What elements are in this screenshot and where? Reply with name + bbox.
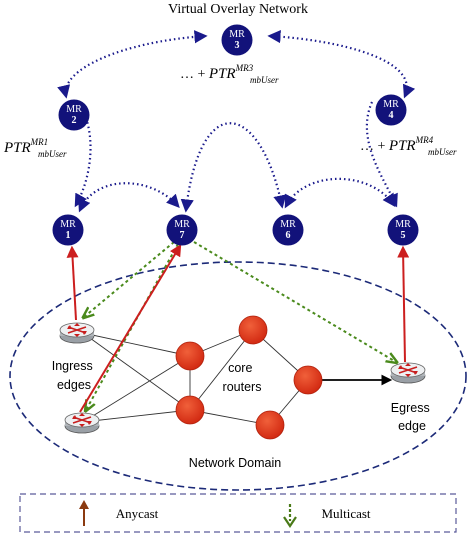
mr3-line1: MR (229, 29, 245, 40)
overlay-links (57, 30, 416, 213)
ingress-label-line2: edges (57, 378, 91, 392)
ptr-mr1-sub: mbUser (38, 149, 67, 159)
ptr-mr4-sub: mbUser (428, 147, 457, 157)
overlay-link-mr6-mr5 (284, 177, 396, 209)
network-domain-label: Network Domain (189, 456, 281, 470)
ptr-mr4-base: PTR (388, 138, 416, 154)
anycast-ingress2-mr7 (79, 243, 182, 413)
core-router (238, 315, 268, 345)
overlay-link-mr1-mr7 (78, 182, 180, 213)
ptr-mr4-prefix: … + (360, 139, 389, 154)
ptr-mr3-base: PTR (208, 66, 236, 82)
egress-label: Egress edge (391, 401, 433, 433)
ptr-label-mr3: … + PTRMR3 mbUser (180, 63, 279, 85)
mr6-line2: 6 (286, 230, 291, 241)
core-label-line1: core (228, 361, 252, 375)
mr2-line2: 2 (72, 115, 77, 126)
link (82, 409, 191, 423)
core-label-line2: routers (223, 380, 262, 394)
mr2-line1: MR (66, 104, 82, 115)
core-routers (175, 315, 323, 440)
anycast-paths (66, 243, 410, 413)
diagram-title: Virtual Overlay Network (168, 2, 308, 17)
core-router (175, 395, 205, 425)
multicast-mr7-ingress2 (86, 243, 179, 410)
svg-text:MR1: MR1 (60, 219, 76, 241)
ingress-router-2 (64, 412, 100, 434)
overlay-link-mr7-mr6 (180, 122, 287, 213)
ingress-label: Ingress edges (52, 359, 96, 392)
egress-label-line2: edge (398, 419, 426, 433)
mr5-line2: 5 (401, 230, 406, 241)
ptr-mr3-sup: MR3 (235, 63, 254, 73)
mr7-line1: MR (174, 219, 190, 230)
multicast-mr7-ingress1 (84, 241, 175, 317)
mr4-line2: 4 (389, 110, 394, 121)
svg-text:MR6: MR6 (280, 219, 296, 241)
legend-box (19, 493, 457, 533)
mr1-line2: 1 (66, 230, 71, 241)
core-router (293, 365, 323, 395)
overlay-link-mr3-mr4 (267, 30, 416, 99)
svg-text:MR4: MR4 (383, 99, 399, 121)
core-router (255, 410, 285, 440)
svg-text:MR7: MR7 (174, 219, 190, 241)
ptr-mr3-sub: mbUser (250, 75, 279, 85)
ingress-router-1 (59, 322, 95, 344)
ptr-mr1-sup: MR1 (30, 137, 49, 147)
mr1-line1: MR (60, 219, 76, 230)
multicast-mr7-egress (193, 241, 396, 362)
multicast-paths (84, 241, 396, 410)
svg-text:MR2: MR2 (66, 104, 82, 126)
ptr-label-mr1: PTRMR1 mbUser (3, 137, 67, 159)
legend-anycast: Anycast (79, 500, 159, 526)
link (82, 332, 191, 411)
link (82, 355, 191, 423)
svg-text:MR3: MR3 (229, 29, 245, 51)
ptr-mr1-base: PTR (3, 140, 31, 156)
svg-text:MR5: MR5 (395, 219, 411, 241)
mr7-line2: 7 (180, 230, 185, 241)
ingress-label-line1: Ingress (52, 359, 93, 373)
egress-label-line1: Egress (391, 401, 430, 415)
anycast-legend-label: Anycast (116, 506, 159, 521)
mr4-line1: MR (383, 99, 399, 110)
anycast-ingress1-mr1 (66, 245, 79, 321)
link (189, 329, 254, 411)
network-domain-boundary (9, 261, 467, 491)
core-router (175, 341, 205, 371)
legend-multicast: Multicast (283, 504, 371, 528)
overlay-link-mr2-mr3 (57, 30, 208, 99)
multicast-legend-arrowhead-icon (283, 516, 297, 528)
mr5-line1: MR (395, 219, 411, 230)
anycast-egress-mr5 (397, 245, 410, 363)
ptr-label-mr4: … + PTRMR4 mbUser (360, 135, 457, 157)
mr3-line2: 3 (235, 40, 240, 51)
mr6-line1: MR (280, 219, 296, 230)
egress-router (390, 362, 426, 384)
ptr-mr4-sup: MR4 (415, 135, 434, 145)
link (82, 332, 191, 357)
anycast-legend-arrowhead-icon (79, 500, 89, 509)
core-routers-label: core routers (223, 361, 262, 394)
ptr-mr3-prefix: … + (180, 67, 209, 82)
overlay-link-mr2-mr1 (74, 117, 92, 208)
multicast-legend-label: Multicast (321, 506, 370, 521)
